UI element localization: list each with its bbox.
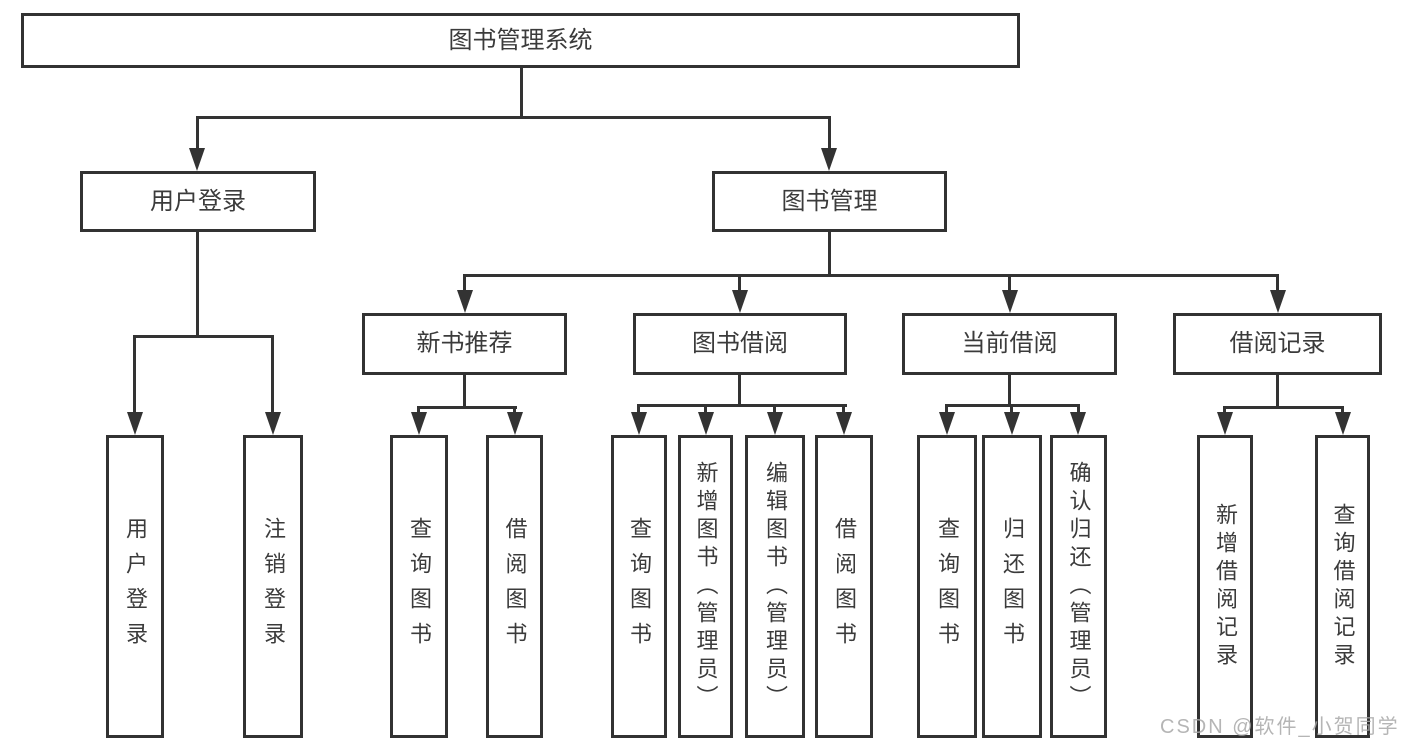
leaf-edit-books-admin: 编辑图书（管理员） bbox=[745, 435, 805, 738]
arrowhead-down-icon bbox=[939, 412, 955, 435]
arrowhead-down-icon bbox=[265, 412, 281, 435]
arrowhead-down-icon bbox=[698, 412, 714, 435]
connector-line bbox=[463, 274, 1279, 277]
leaf-query-books-current: 查询图书 bbox=[917, 435, 977, 738]
connector-line bbox=[417, 406, 517, 409]
node-current-borrowing: 当前借阅 bbox=[902, 313, 1117, 375]
arrowhead-down-icon bbox=[836, 412, 852, 435]
node-borrowing-records: 借阅记录 bbox=[1173, 313, 1382, 375]
arrowhead-down-icon bbox=[507, 412, 523, 435]
connector-line bbox=[133, 335, 274, 338]
arrowhead-down-icon bbox=[127, 412, 143, 435]
arrowhead-down-icon bbox=[1004, 412, 1020, 435]
arrowhead-down-icon bbox=[1217, 412, 1233, 435]
arrowhead-down-icon bbox=[732, 290, 748, 313]
connector-line bbox=[520, 67, 523, 119]
connector-line bbox=[773, 404, 776, 414]
connector-line bbox=[1276, 274, 1279, 292]
leaf-logout: 注销登录 bbox=[243, 435, 303, 738]
arrowhead-down-icon bbox=[1270, 290, 1286, 313]
arrowhead-down-icon bbox=[821, 148, 837, 171]
connector-line bbox=[271, 335, 274, 414]
connector-line bbox=[828, 116, 831, 150]
node-new-book-recommendation: 新书推荐 bbox=[362, 313, 567, 375]
connector-line bbox=[1276, 375, 1279, 409]
connector-line bbox=[1223, 406, 1344, 409]
arrowhead-down-icon bbox=[411, 412, 427, 435]
leaf-query-books-borrow: 查询图书 bbox=[611, 435, 667, 738]
csdn-watermark: CSDN @软件_小贺同学 bbox=[1160, 716, 1400, 738]
arrowhead-down-icon bbox=[189, 148, 205, 171]
connector-line bbox=[1008, 274, 1011, 292]
arrowhead-down-icon bbox=[1002, 290, 1018, 313]
node-user-login: 用户登录 bbox=[80, 171, 316, 232]
leaf-borrow-books-recommend: 借阅图书 bbox=[486, 435, 543, 738]
connector-line bbox=[463, 375, 466, 409]
leaf-user-login: 用户登录 bbox=[106, 435, 164, 738]
connector-line bbox=[463, 274, 466, 292]
leaf-add-borrow-record: 新增借阅记录 bbox=[1197, 435, 1253, 738]
connector-line bbox=[1010, 404, 1013, 414]
connector-line bbox=[738, 375, 741, 407]
arrowhead-down-icon bbox=[1070, 412, 1086, 435]
node-library-management-system: 图书管理系统 bbox=[21, 13, 1020, 68]
leaf-borrow-books: 借阅图书 bbox=[815, 435, 873, 738]
connector-line bbox=[513, 406, 516, 414]
connector-line bbox=[1008, 375, 1011, 407]
leaf-query-borrow-record: 查询借阅记录 bbox=[1315, 435, 1370, 738]
arrowhead-down-icon bbox=[1335, 412, 1351, 435]
connector-line bbox=[133, 335, 136, 414]
leaf-add-books-admin: 新增图书（管理员） bbox=[678, 435, 733, 738]
connector-line bbox=[1341, 406, 1344, 414]
connector-line bbox=[196, 116, 199, 150]
leaf-return-books: 归还图书 bbox=[982, 435, 1042, 738]
leaf-query-books-recommend: 查询图书 bbox=[390, 435, 448, 738]
connector-line bbox=[1077, 404, 1080, 414]
connector-line bbox=[196, 232, 199, 338]
node-book-management: 图书管理 bbox=[712, 171, 947, 232]
connector-line bbox=[738, 274, 741, 292]
arrowhead-down-icon bbox=[767, 412, 783, 435]
connector-line bbox=[417, 406, 420, 414]
connector-line bbox=[637, 404, 847, 407]
connector-line bbox=[196, 116, 831, 119]
arrowhead-down-icon bbox=[457, 290, 473, 313]
node-book-borrowing: 图书借阅 bbox=[633, 313, 847, 375]
leaf-confirm-return-admin: 确认归还（管理员） bbox=[1050, 435, 1107, 738]
arrowhead-down-icon bbox=[631, 412, 647, 435]
connector-line bbox=[1223, 406, 1226, 414]
connector-line bbox=[842, 404, 845, 414]
connector-line bbox=[637, 404, 640, 414]
connector-line bbox=[704, 404, 707, 414]
connector-line bbox=[828, 232, 831, 277]
connector-line bbox=[945, 404, 948, 414]
